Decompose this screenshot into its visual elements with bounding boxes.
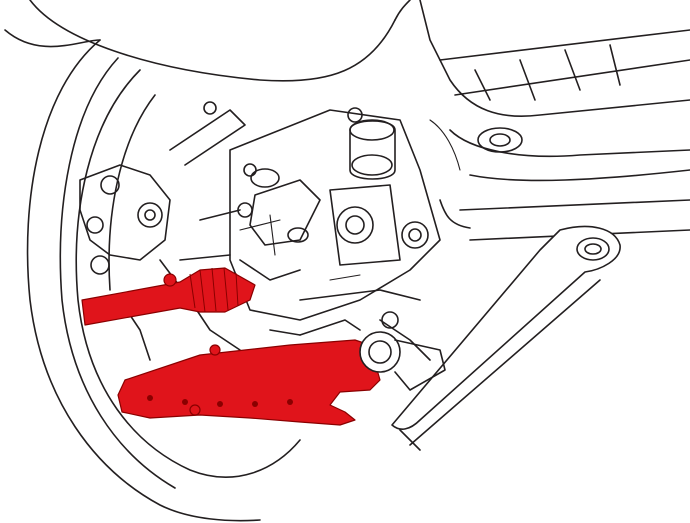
body-panel: [4, 0, 411, 82]
subframe: [419, 0, 690, 241]
bracket-assembly: [179, 107, 441, 361]
upper-control-arm: [81, 267, 256, 326]
hardware-details: [239, 119, 461, 329]
lower-arm-bushing: [269, 319, 446, 391]
lower-control-arm: [117, 339, 381, 426]
trailing-link: [391, 225, 621, 451]
knuckle: [79, 101, 246, 361]
